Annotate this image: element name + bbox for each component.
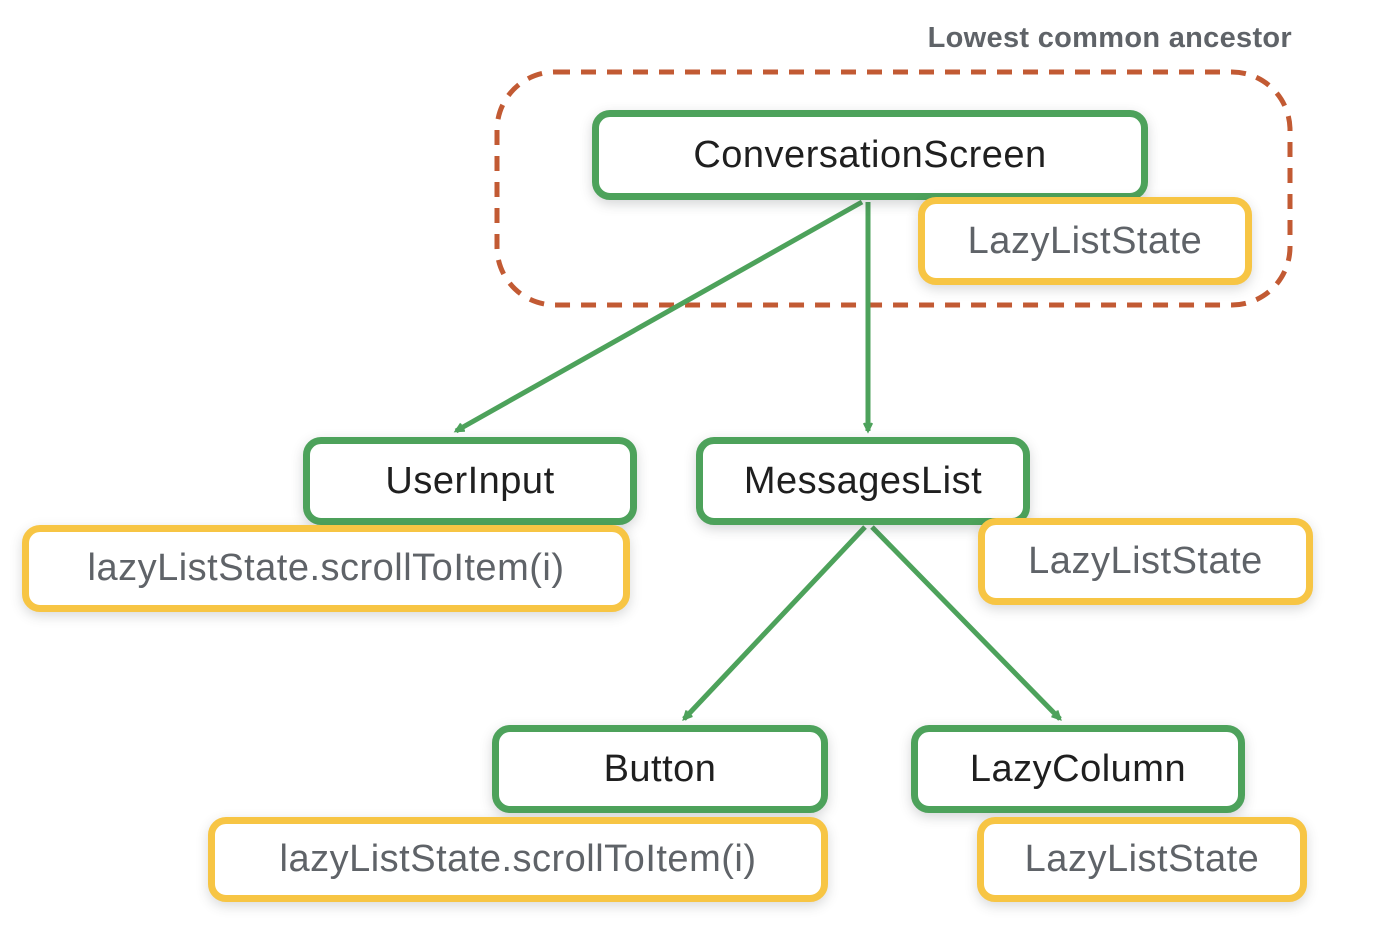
node-messages-list-label: MessagesList [743, 459, 983, 502]
call-button-scrolltoitem: lazyListState.scrollToItem(i) [208, 817, 828, 902]
lowest-common-ancestor-boundary [494, 69, 1293, 308]
state-lazyliststate-messageslist-label: LazyListState [1028, 540, 1263, 582]
state-lazyliststate-lazycolumn: LazyListState [977, 817, 1307, 902]
node-conversation-screen: ConversationScreen [592, 110, 1148, 200]
state-lazyliststate-hoisted: LazyListState [918, 197, 1252, 285]
edge-messageslist-to-lazycolumn [870, 525, 1060, 719]
state-lazyliststate-hoisted-label: LazyListState [967, 219, 1203, 262]
node-user-input-label: UserInput [385, 459, 555, 502]
edge-messageslist-to-button [684, 525, 867, 719]
node-conversation-screen-label: ConversationScreen [693, 133, 1047, 176]
call-userinput-scrolltoitem: lazyListState.scrollToItem(i) [22, 525, 630, 612]
edge-conversationscreen-to-userinput [456, 199, 864, 434]
node-button-label: Button [603, 747, 717, 790]
state-lazyliststate-messageslist: LazyListState [978, 518, 1313, 605]
call-userinput-scrolltoitem-label: lazyListState.scrollToItem(i) [87, 547, 565, 589]
state-lazyliststate-lazycolumn-label: LazyListState [1024, 838, 1260, 880]
lowest-common-ancestor-label: Lowest common ancestor [927, 22, 1292, 54]
call-button-scrolltoitem-label: lazyListState.scrollToItem(i) [279, 838, 757, 880]
node-messages-list: MessagesList [696, 437, 1030, 525]
node-button: Button [492, 725, 828, 813]
node-lazy-column: LazyColumn [911, 725, 1245, 813]
node-lazy-column-label: LazyColumn [969, 747, 1187, 790]
node-user-input: UserInput [303, 437, 637, 525]
